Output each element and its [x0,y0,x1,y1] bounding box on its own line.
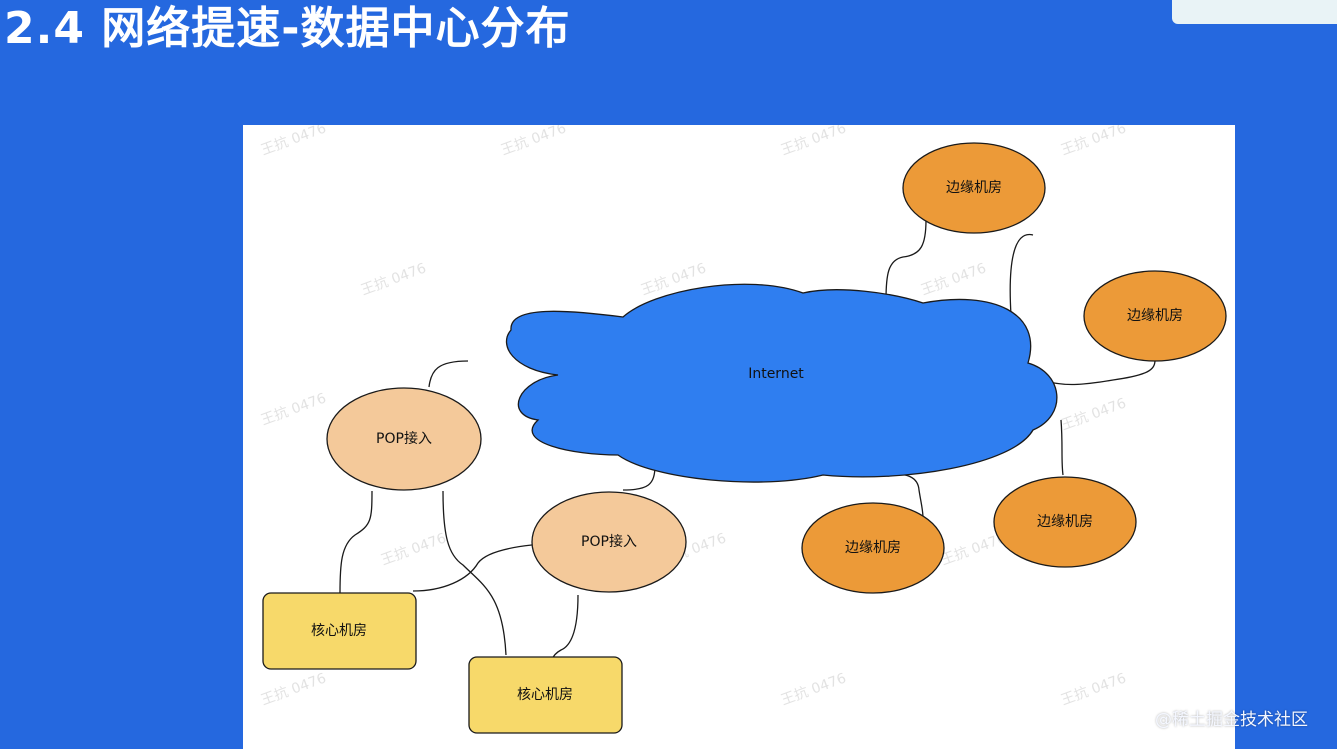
slide-title: 2.4 网络提速-数据中心分布 [4,3,571,54]
cloud-shape [505,283,1058,483]
watermark-text: 王抗 0476 [259,390,329,428]
watermark-text: 王抗 0476 [1059,395,1129,433]
pop-label: POP接入 [581,533,637,550]
connector-pop1-core1 [339,490,373,594]
core-label: 核心机房 [311,623,367,639]
core-rect [262,592,417,670]
top-right-badge [1172,0,1337,24]
corner-watermark: @稀土掘金技术社区 [1155,710,1308,730]
edge-ellipse [801,502,945,594]
pop-label: POP接入 [376,430,432,447]
edge-node-1: 边缘机房 [902,142,1046,234]
core-label: 核心机房 [517,687,573,703]
edge-node-4: 边缘机房 [801,502,945,594]
pop-ellipse [531,491,687,593]
watermark-text: 王抗 0476 [919,260,989,298]
watermark-text: 王抗 0476 [1059,125,1129,159]
edge-node-2: 边缘机房 [1083,270,1227,362]
edge-ellipse [993,476,1137,568]
watermark-text: 王抗 0476 [1059,670,1129,708]
edge-label: 边缘机房 [1127,308,1183,324]
connector-edge3-internet [1060,419,1064,476]
core-node-2: 核心机房 [468,656,623,734]
watermark-text: 王抗 0476 [779,670,849,708]
edge-label: 边缘机房 [946,180,1002,196]
edge-label: 边缘机房 [845,540,901,556]
edge-ellipse [1083,270,1227,362]
watermark-text: 王抗 0476 [499,125,569,159]
internet-cloud: Internet [505,283,1058,483]
connector-pop1-core2 [442,490,507,656]
core-node-1: 核心机房 [262,592,417,670]
pop-node-2: POP接入 [531,491,687,593]
edge-node-3: 边缘机房 [993,476,1137,568]
diagram-svg: 王抗 0476 王抗 0476 王抗 0476 王抗 0476 王抗 0476 … [259,125,1227,734]
cloud-label: Internet [748,366,804,382]
edge-ellipse [902,142,1046,234]
watermark-text: 王抗 0476 [259,670,329,708]
watermark-text: 王抗 0476 [779,125,849,159]
watermark-text: 王抗 0476 [379,530,449,568]
edge-label: 边缘机房 [1037,514,1093,530]
diagram-canvas: 王抗 0476 王抗 0476 王抗 0476 王抗 0476 王抗 0476 … [243,125,1235,749]
watermark-text: 王抗 0476 [359,260,429,298]
watermark-text: 王抗 0476 [259,125,329,159]
connector-edge1-internet [885,219,927,301]
pop-ellipse [326,387,482,491]
core-rect [468,656,623,734]
pop-node-1: POP接入 [326,387,482,491]
connector-pop1-internet [428,360,469,388]
